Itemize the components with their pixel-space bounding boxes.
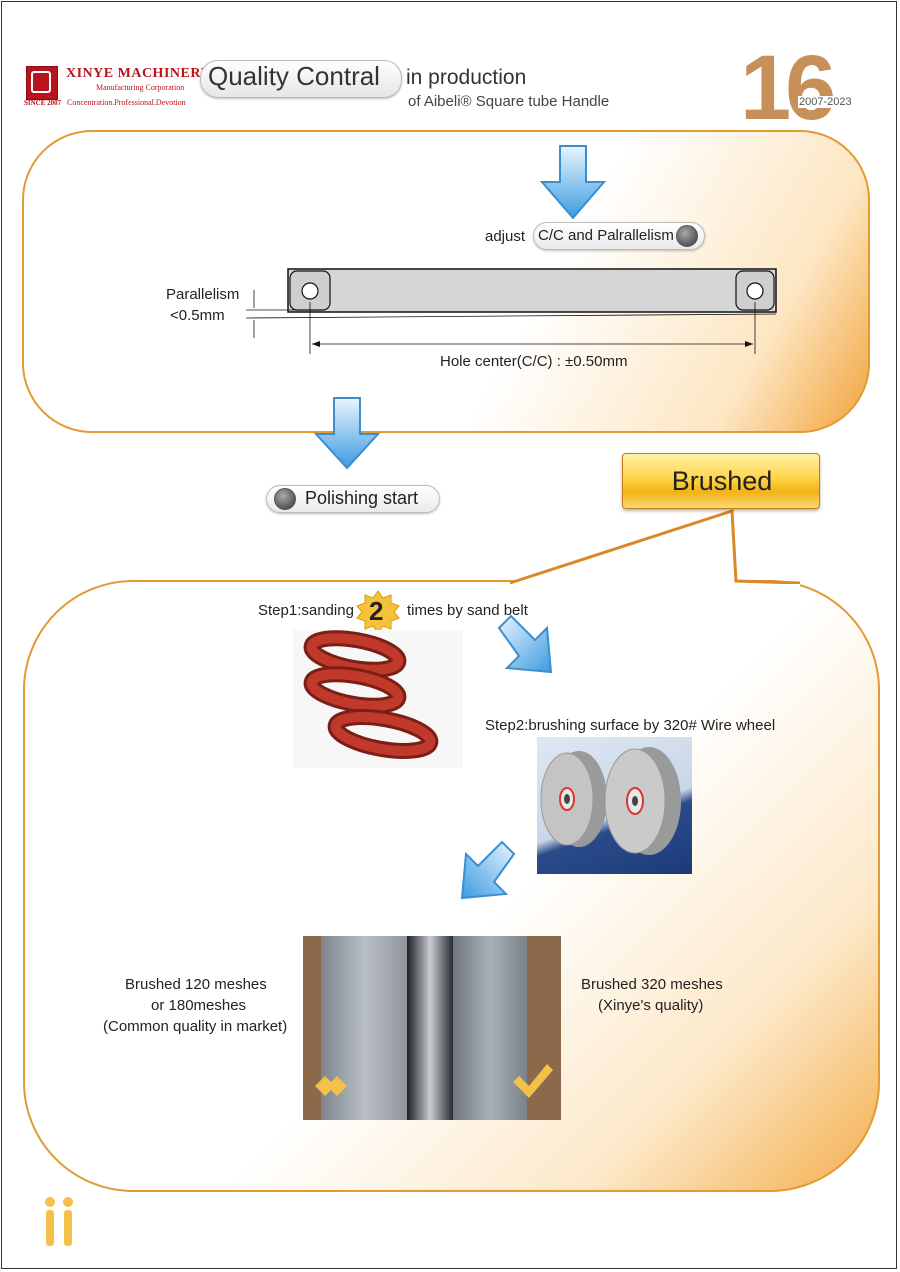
step1-suffix: times by sand belt (407, 602, 528, 619)
brand-name: XINYE MACHINERY (66, 66, 212, 81)
brand-subtitle: Manufacturing Corporation (96, 83, 185, 92)
parallelism-value: <0.5mm (170, 307, 225, 324)
wire-wheel-image (540, 747, 681, 855)
page-title: Quality Contral (208, 61, 380, 91)
handle-diagram (245, 268, 777, 354)
title-pill (200, 60, 402, 98)
anniversary-years: 2007-2023 (798, 96, 853, 108)
anniversary-number: 16 (740, 37, 836, 139)
title-rest: in production (406, 66, 527, 89)
footer-ornament-icon (45, 1197, 73, 1246)
step1-prefix: Step1:sanding (258, 602, 354, 619)
logo-since: SINCE 2007 (24, 99, 62, 107)
step2-label: Step2:brushing surface by 320# Wire whee… (485, 717, 776, 734)
step1-count: 2 (369, 596, 384, 626)
right-caption-line1: Brushed 320 meshes (581, 976, 723, 993)
left-caption-line2: or 180meshes (151, 997, 247, 1014)
brand-motto: Concentration.Professional.Devotion (67, 98, 186, 107)
diagonal-arrow-icon (460, 840, 516, 900)
hole-center-label: Hole center(C/C) : ±0.50mm (440, 353, 628, 370)
magnifier-icon (676, 225, 698, 247)
sand-belt-image (303, 630, 439, 759)
magnifier-icon (274, 488, 296, 510)
left-caption-line1: Brushed 120 meshes (125, 976, 267, 993)
diagonal-arrow-icon (497, 614, 553, 674)
polishing-label: Polishing start (305, 488, 419, 508)
company-logo (26, 66, 58, 100)
callout-connector (508, 508, 800, 590)
brushed-comparison-image (315, 936, 553, 1120)
adjust-label: adjust (485, 228, 526, 245)
down-arrow-icon (539, 145, 607, 220)
left-caption-line3: (Common quality in market) (103, 1018, 288, 1035)
parallelism-label: Parallelism (166, 286, 240, 303)
page-subtitle: of Aibeli® Square tube Handle (408, 93, 610, 110)
adjust-pill-label: C/C and Palrallelism (538, 227, 674, 244)
brushed-label: Brushed (671, 466, 773, 496)
down-arrow-icon (313, 397, 381, 470)
brushed-tab: Brushed (622, 453, 820, 509)
right-caption-line2: (Xinye's quality) (598, 997, 704, 1014)
